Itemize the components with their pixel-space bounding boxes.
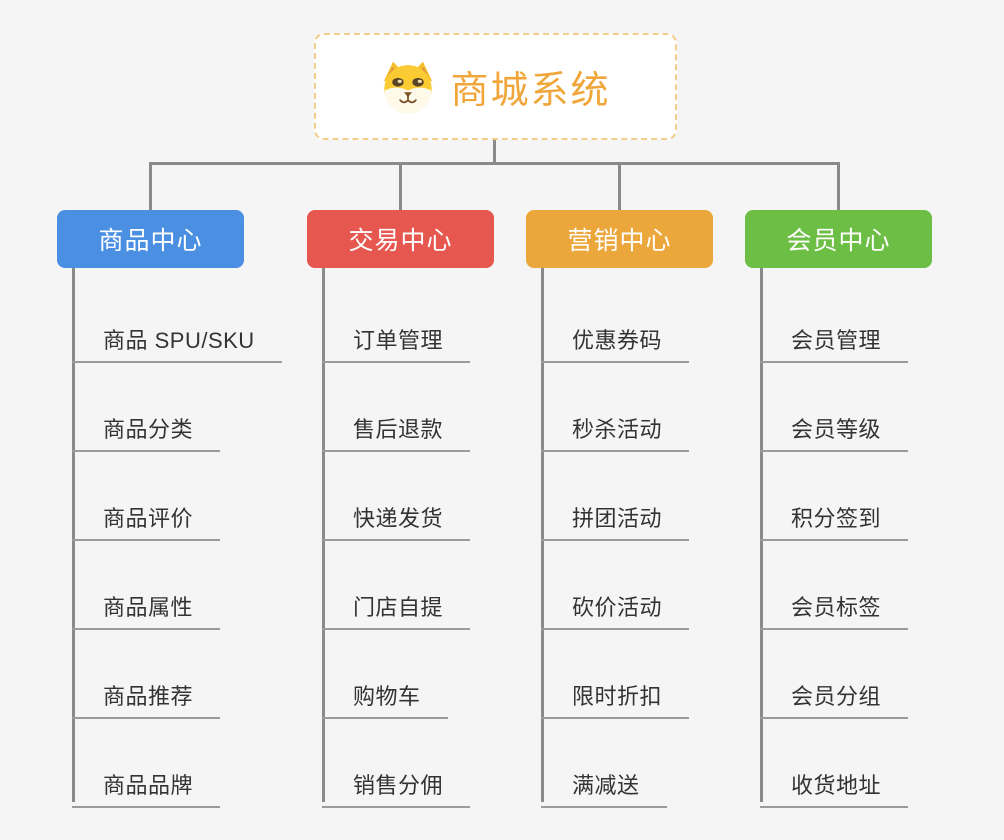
leaf-item-label: 商品推荐	[103, 684, 194, 709]
leaf-item[interactable]: 积分签到	[760, 489, 909, 541]
leaf-item-label: 门店自提	[353, 595, 444, 620]
leaf-item-label: 商品 SPU/SKU	[103, 328, 255, 353]
leaf-item-label: 积分签到	[791, 506, 882, 531]
leaf-item-label: 销售分佣	[353, 773, 444, 798]
leaf-item-label: 快递发货	[353, 506, 444, 531]
leaf-item-label: 订单管理	[353, 328, 444, 353]
leaf-item[interactable]: 商品分类	[72, 400, 221, 452]
leaf-item[interactable]: 会员标签	[760, 578, 909, 630]
leaf-item[interactable]: 商品评价	[72, 489, 221, 541]
leaf-item-label: 商品属性	[103, 595, 194, 620]
branch-node-label: 交易中心	[348, 227, 453, 255]
branch-drop-line	[149, 162, 152, 210]
root-connector-stub	[493, 140, 496, 165]
leaf-item-label: 拼团活动	[572, 506, 663, 531]
leaf-item[interactable]: 销售分佣	[322, 756, 471, 808]
leaf-item[interactable]: 商品属性	[72, 578, 221, 630]
branch-node-3[interactable]: 营销中心	[526, 210, 713, 268]
branch-node-2[interactable]: 交易中心	[307, 210, 494, 268]
leaf-item[interactable]: 砍价活动	[541, 578, 690, 630]
leaf-item-label: 商品评价	[103, 506, 194, 531]
leaf-item-label: 满减送	[572, 773, 640, 798]
leaf-item-label: 会员等级	[791, 417, 882, 442]
root-topic[interactable]: 商城系统	[314, 33, 677, 140]
leaf-item[interactable]: 拼团活动	[541, 489, 690, 541]
leaf-item[interactable]: 购物车	[322, 667, 448, 719]
leaf-item[interactable]: 收货地址	[760, 756, 909, 808]
leaf-item[interactable]: 限时折扣	[541, 667, 690, 719]
root-topic-label: 商城系统	[450, 70, 611, 112]
leaf-item-label: 会员管理	[791, 328, 882, 353]
branch-trunk-line	[760, 268, 763, 802]
branch-drop-line	[837, 162, 840, 210]
leaf-item-label: 会员标签	[791, 595, 882, 620]
leaf-item[interactable]: 会员等级	[760, 400, 909, 452]
leaf-item[interactable]: 会员分组	[760, 667, 909, 719]
leaf-item[interactable]: 秒杀活动	[541, 400, 690, 452]
branch-node-1[interactable]: 商品中心	[57, 210, 244, 268]
leaf-item-label: 购物车	[353, 684, 421, 709]
leaf-item[interactable]: 商品品牌	[72, 756, 221, 808]
leaf-item-label: 砍价活动	[572, 595, 663, 620]
branch-trunk-line	[322, 268, 325, 802]
branch-node-label: 营销中心	[567, 227, 672, 255]
leaf-item[interactable]: 售后退款	[322, 400, 471, 452]
leaf-item[interactable]: 商品推荐	[72, 667, 221, 719]
branch-drop-line	[618, 162, 621, 210]
leaf-item-label: 会员分组	[791, 684, 882, 709]
dog-face-icon	[383, 61, 433, 114]
leaf-item[interactable]: 门店自提	[322, 578, 471, 630]
leaf-item[interactable]: 会员管理	[760, 311, 909, 363]
leaf-item[interactable]: 优惠券码	[541, 311, 690, 363]
leaf-item-label: 秒杀活动	[572, 417, 663, 442]
leaf-item-label: 收货地址	[791, 773, 882, 798]
branch-node-label: 商品中心	[98, 227, 203, 255]
branch-trunk-line	[72, 268, 75, 802]
leaf-item[interactable]: 满减送	[541, 756, 667, 808]
leaf-item-label: 商品品牌	[103, 773, 194, 798]
branch-node-label: 会员中心	[786, 227, 891, 255]
branch-trunk-line	[541, 268, 544, 802]
leaf-item-label: 售后退款	[353, 417, 444, 442]
leaf-item[interactable]: 商品 SPU/SKU	[72, 311, 282, 363]
branch-drop-line	[399, 162, 402, 210]
leaf-item-label: 商品分类	[103, 417, 194, 442]
leaf-item-label: 限时折扣	[572, 684, 663, 709]
leaf-item[interactable]: 快递发货	[322, 489, 471, 541]
branch-node-4[interactable]: 会员中心	[745, 210, 932, 268]
leaf-item[interactable]: 订单管理	[322, 311, 471, 363]
leaf-item-label: 优惠券码	[572, 328, 663, 353]
branch-bus-line	[149, 162, 840, 165]
